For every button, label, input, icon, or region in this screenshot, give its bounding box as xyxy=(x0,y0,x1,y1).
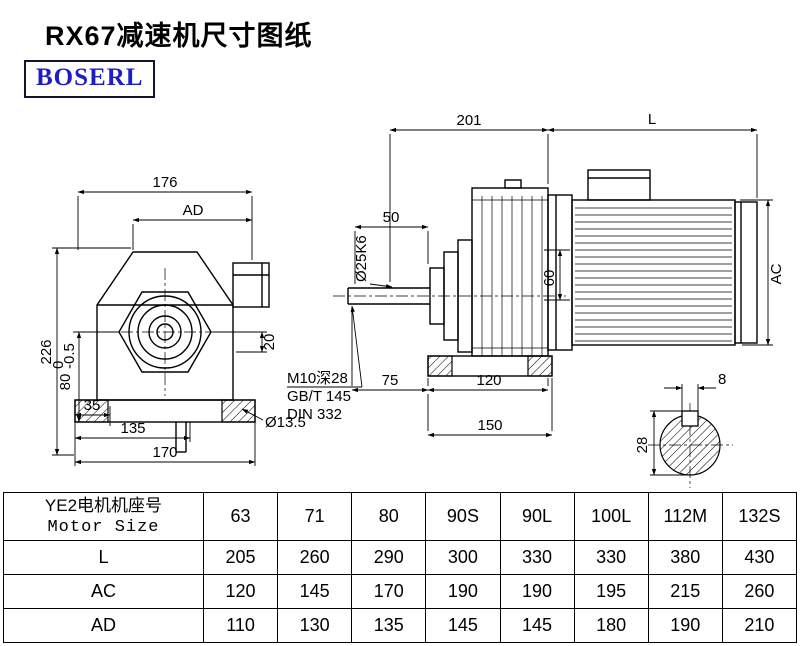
dim-170-label: 170 xyxy=(152,444,177,461)
cell-L-112M: 380 xyxy=(647,540,723,575)
table-row-L: L 205 260 290 300 330 330 380 430 xyxy=(3,540,798,575)
side-dimension-lines xyxy=(287,127,773,438)
cell-AD-63: 110 xyxy=(202,608,279,643)
col-71: 71 xyxy=(277,492,353,541)
dim-L-label: L xyxy=(648,111,656,128)
col-80: 80 xyxy=(351,492,427,541)
cell-L-100L: 330 xyxy=(573,540,649,575)
dim-150-label: 150 xyxy=(477,417,502,434)
motor-body xyxy=(547,169,758,351)
front-foot-hatch-right xyxy=(221,399,256,423)
dim-key-width-label: 8 xyxy=(718,371,726,388)
cell-AD-132S: 210 xyxy=(721,608,798,643)
dim-ad-label: AD xyxy=(183,202,204,219)
row-label-AC: AC xyxy=(3,574,204,609)
table-row-AD: AD 110 130 135 145 145 180 190 210 xyxy=(3,608,798,643)
dim-20-label: 20 xyxy=(261,334,278,351)
shaft-section-view: 8 28 xyxy=(634,371,733,488)
dim-35-label: 35 xyxy=(84,397,101,414)
dim-80-tol-upper: 0 xyxy=(50,361,67,369)
cell-L-132S: 430 xyxy=(721,540,798,575)
cell-AD-90L: 145 xyxy=(499,608,575,643)
tap-note-line3: DIN 332 xyxy=(287,406,342,423)
table-row-AC: AC 120 145 170 190 190 195 215 260 xyxy=(3,574,798,609)
dim-80-label: 80 xyxy=(57,374,74,391)
col-132S: 132S xyxy=(721,492,798,541)
gearbox-ribs xyxy=(472,196,548,356)
col-63: 63 xyxy=(202,492,279,541)
cell-L-80: 290 xyxy=(351,540,427,575)
dim-50-label: 50 xyxy=(383,209,400,226)
side-view: 201 L 50 Ø25K6 60 AC M10深28 GB/T 145 DIN… xyxy=(287,111,785,438)
front-view: 176 AD 226 80 0 -0.5 35 135 170 20 Ø13.5 xyxy=(38,174,306,466)
brand-logo-text: BOSERL xyxy=(36,64,144,91)
side-foot-hatch-right xyxy=(527,355,553,377)
dim-hole-label: Ø13.5 xyxy=(265,414,306,431)
brand-logo: BOSERL xyxy=(24,60,156,98)
col-112M: 112M xyxy=(647,492,723,541)
tap-note-line2: GB/T 145 xyxy=(287,388,351,405)
cell-AC-100L: 195 xyxy=(573,574,649,609)
row-label-L: L xyxy=(3,540,204,575)
cell-AD-80: 135 xyxy=(351,608,427,643)
table-header-row: YE2电机机座号 Motor Size 63 71 80 90S 90L 100… xyxy=(3,492,798,541)
motor-size-table: YE2电机机座号 Motor Size 63 71 80 90S 90L 100… xyxy=(3,492,798,643)
dim-80-tol-lower: -0.5 xyxy=(61,343,78,369)
shaft-diameter-label: Ø25K6 xyxy=(353,235,370,282)
header-motor-size-cell: YE2电机机座号 Motor Size xyxy=(3,492,204,541)
cell-AD-90S: 145 xyxy=(425,608,501,643)
dim-60-label: 60 xyxy=(541,270,558,287)
dim-226-label: 226 xyxy=(38,339,55,364)
cell-AC-71: 145 xyxy=(277,574,353,609)
section-dimension-lines xyxy=(650,384,716,476)
cell-L-90L: 330 xyxy=(499,540,575,575)
cell-AC-90L: 190 xyxy=(499,574,575,609)
cell-AD-100L: 180 xyxy=(573,608,649,643)
dim-201-label: 201 xyxy=(456,112,481,129)
cell-AD-71: 130 xyxy=(277,608,353,643)
cell-AC-90S: 190 xyxy=(425,574,501,609)
cell-AC-112M: 215 xyxy=(647,574,723,609)
col-90L: 90L xyxy=(499,492,575,541)
col-90S: 90S xyxy=(425,492,501,541)
cell-AD-112M: 190 xyxy=(647,608,723,643)
dim-135-label: 135 xyxy=(120,420,145,437)
row-label-AD: AD xyxy=(3,608,204,643)
page-title: RX67减速机尺寸图纸 xyxy=(45,21,313,51)
dim-176-label: 176 xyxy=(152,174,177,191)
side-foot-hatch-left xyxy=(427,355,453,377)
motor-cooling-fins xyxy=(575,207,732,342)
dimension-drawing: 176 AD 226 80 0 -0.5 35 135 170 20 Ø13.5 xyxy=(38,111,785,488)
cell-AC-132S: 260 xyxy=(721,574,798,609)
keyway-slot xyxy=(681,410,699,427)
dim-28-label: 28 xyxy=(634,437,651,454)
cell-L-63: 205 xyxy=(202,540,279,575)
dim-75-label: 75 xyxy=(382,372,399,389)
terminal-box-front xyxy=(232,262,270,308)
gearbox-housing xyxy=(427,179,553,377)
header-label-en: Motor Size xyxy=(47,517,160,537)
dim-AC-label: AC xyxy=(768,263,785,284)
front-dimension-lines xyxy=(52,189,267,466)
header-label-cn: YE2电机机座号 xyxy=(44,495,163,515)
cell-AC-80: 170 xyxy=(351,574,427,609)
front-centerlines xyxy=(100,268,230,396)
dim-120-label: 120 xyxy=(476,372,501,389)
tap-note-line1: M10深28 xyxy=(287,370,348,387)
cell-AC-63: 120 xyxy=(202,574,279,609)
cell-L-71: 260 xyxy=(277,540,353,575)
col-100L: 100L xyxy=(573,492,649,541)
cell-L-90S: 300 xyxy=(425,540,501,575)
